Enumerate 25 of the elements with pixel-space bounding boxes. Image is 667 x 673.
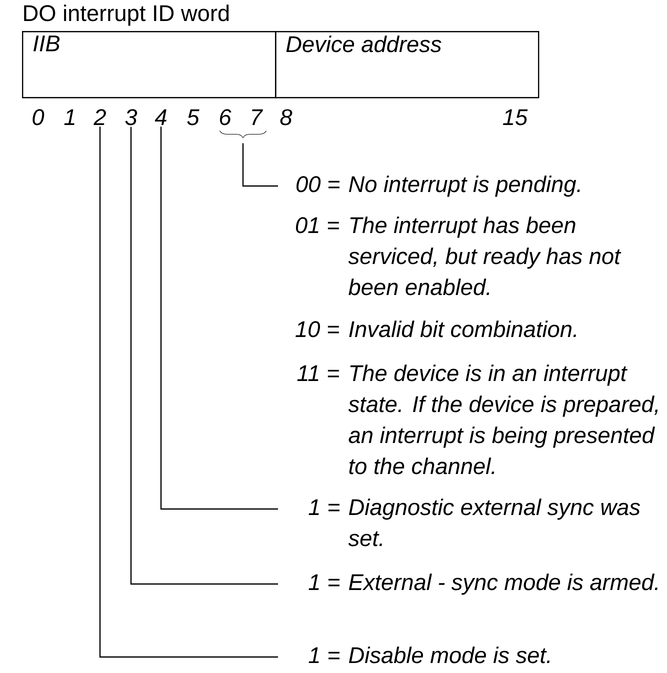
bit-number: 8 bbox=[280, 109, 292, 126]
bit-description: 1 = Diagnostic external sync was set. bbox=[308, 498, 640, 546]
bit-description: 1 = External - sync mode is armed. bbox=[308, 574, 658, 595]
bit-value: 11 = bbox=[297, 365, 339, 381]
bit-field-box: Device address bbox=[275, 31, 540, 98]
value-description: The device is in an interrupt state. If the device is prepared, an interrupt is being presented to the channel. bbox=[348, 364, 658, 474]
title: DO interrupt ID word bbox=[24, 4, 229, 26]
bit-description: 1 = Disable mode is set. bbox=[308, 646, 550, 664]
leader-line bbox=[130, 126, 278, 585]
bit-number: 6 bbox=[220, 109, 232, 126]
bit-value: 10 = bbox=[296, 321, 339, 338]
bit-number: 7 bbox=[252, 109, 263, 125]
value-description: Invalid bit combination. bbox=[349, 320, 576, 338]
value-description: The interrupt has been serviced, but ready has not been enabled. bbox=[348, 216, 622, 296]
bit-number: 4 bbox=[154, 109, 166, 125]
brace bbox=[219, 130, 267, 138]
bit-number: 2 bbox=[94, 109, 106, 125]
bit-field-box: IIB bbox=[22, 31, 276, 98]
bit-number: 5 bbox=[187, 109, 200, 126]
bit-number: 3 bbox=[125, 109, 138, 126]
leader-line bbox=[242, 143, 278, 187]
bit-value: 01 = bbox=[296, 217, 339, 234]
bit-description: 00 = No interrupt is pending. bbox=[296, 176, 580, 197]
leader-line bbox=[99, 126, 278, 658]
leader-line bbox=[160, 126, 278, 510]
